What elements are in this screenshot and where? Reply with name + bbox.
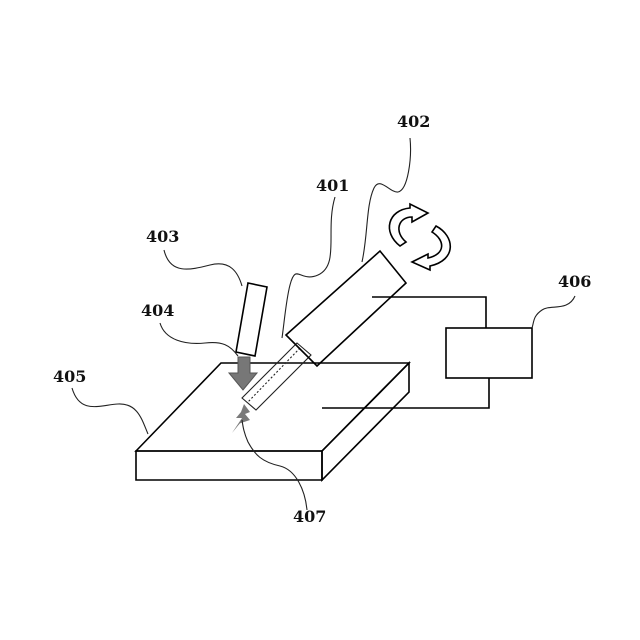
label-403: 403	[146, 227, 179, 246]
label-404: 404	[141, 301, 174, 320]
label-401: 401	[316, 176, 349, 195]
filler-rod	[236, 283, 267, 356]
label-402: 402	[397, 112, 430, 131]
rotation-arrows	[389, 204, 450, 270]
supply-wires	[322, 297, 489, 408]
power-supply	[446, 328, 532, 378]
label-405: 405	[53, 367, 86, 386]
spark	[232, 404, 250, 433]
workpiece-block	[136, 363, 409, 480]
label-407: 407	[293, 507, 326, 526]
label-406: 406	[558, 272, 591, 291]
feed-arrow	[229, 357, 257, 390]
